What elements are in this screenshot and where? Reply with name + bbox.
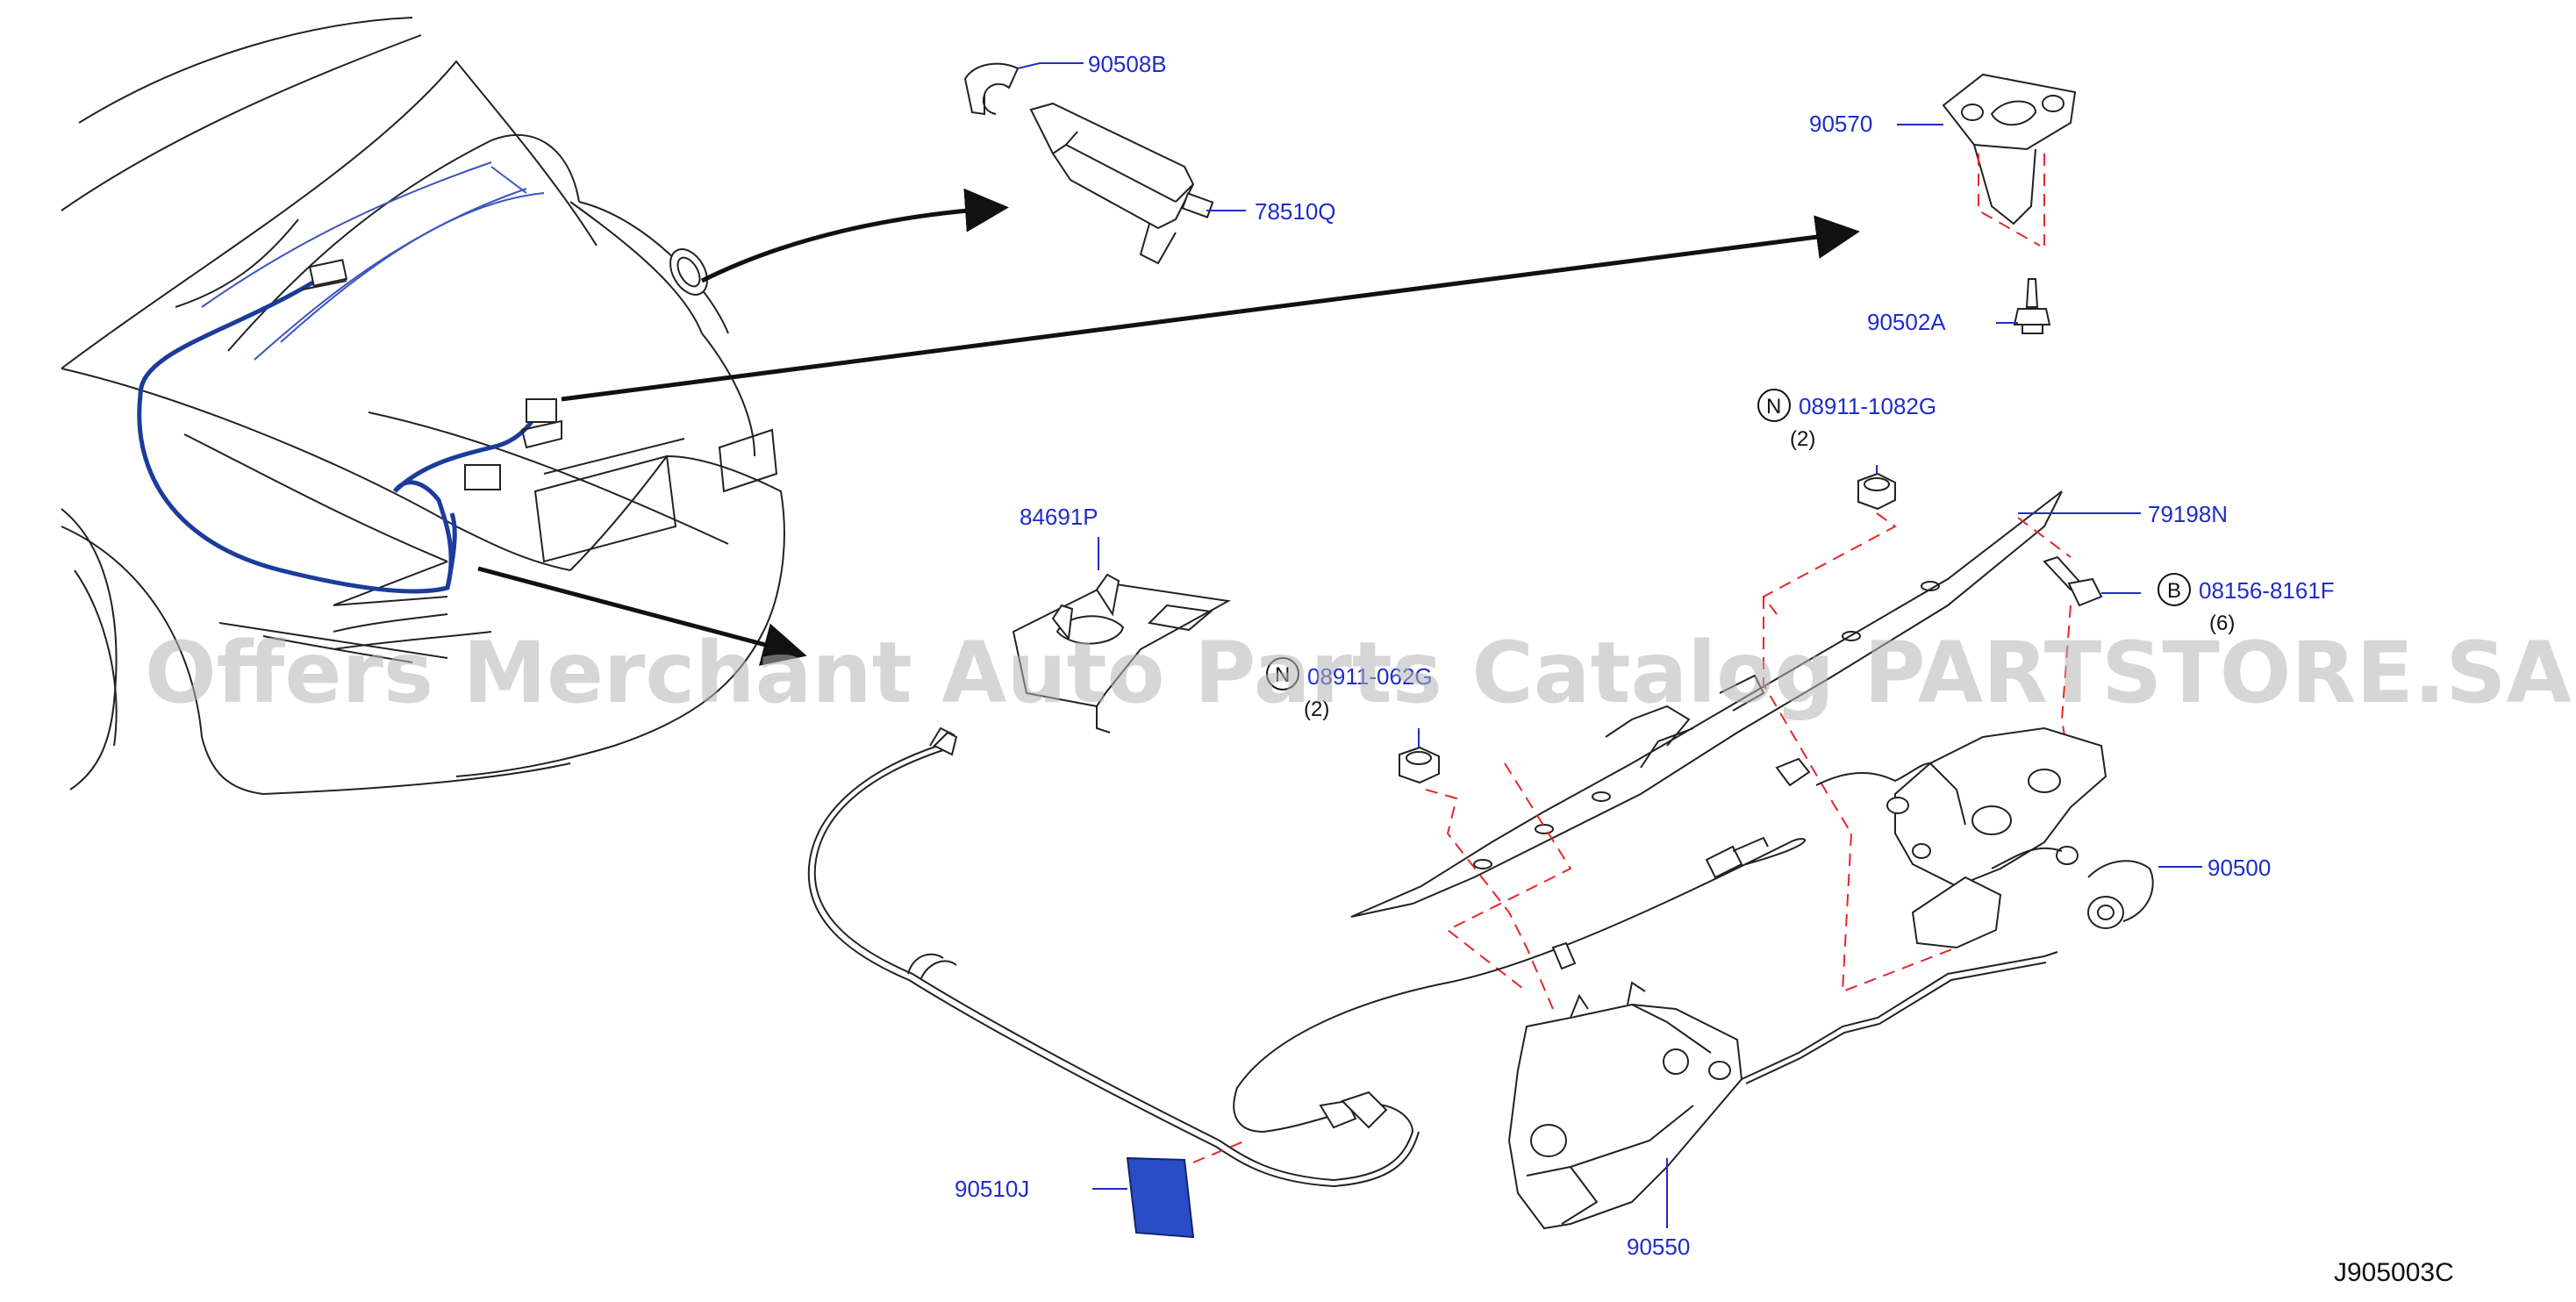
qty-08911-1082G: (2) <box>1790 427 1815 451</box>
qty-08911-062G: (2) <box>1304 698 1329 721</box>
leader-90508B <box>1017 62 1084 69</box>
vehicle-rear-illustration <box>61 17 785 795</box>
svg-text:N: N <box>1275 663 1290 687</box>
label-78510Q[interactable]: 78510Q <box>1255 198 1336 225</box>
part-90508B[interactable] <box>963 62 1020 116</box>
label-90510J[interactable]: 90510J <box>955 1176 1029 1202</box>
part-84691P-clip[interactable] <box>1012 573 1232 733</box>
part-90550-actuator[interactable] <box>1507 951 2058 1230</box>
phantom-90510J <box>1192 1140 1247 1163</box>
label-08911-062G[interactable]: 08911-062G <box>1307 663 1433 690</box>
part-08911-062G-nut[interactable] <box>1399 746 1440 784</box>
part-90510J-cable[interactable] <box>807 726 1807 1188</box>
qty-08156-8161F: (6) <box>2209 612 2235 635</box>
arrow-to-84691P <box>477 566 807 666</box>
part-78510Q[interactable] <box>1029 102 1214 265</box>
label-79198N[interactable]: 79198N <box>2148 501 2228 527</box>
phantom-nut-top <box>1762 512 1897 615</box>
label-90508B[interactable]: 90508B <box>1088 51 1167 77</box>
watermark-text: Offers Merchant Auto Parts Catalog PARTS… <box>145 624 2572 722</box>
label-90570[interactable]: 90570 <box>1809 111 1872 137</box>
phantom-nut-mid-b <box>1446 762 1572 992</box>
label-08156-8161F[interactable]: 08156-8161F <box>2199 577 2335 604</box>
phantom-90570-a <box>1978 154 2041 247</box>
arrow-to-90508B <box>700 188 1009 283</box>
part-08911-1082G-nut[interactable] <box>1857 472 1896 511</box>
phantom-nut-mid <box>1425 789 1554 1010</box>
label-90500[interactable]: 90500 <box>2207 855 2271 881</box>
label-90550[interactable]: 90550 <box>1627 1234 1690 1260</box>
label-08911-1082G[interactable]: 08911-1082G <box>1799 393 1936 419</box>
callout-N-top: N <box>1757 389 1791 422</box>
arrow-to-90570 <box>561 215 1860 402</box>
part-08156-8161F-bolt[interactable] <box>2043 555 2103 607</box>
part-90500-latch[interactable] <box>1775 726 2154 949</box>
phantom-bolt <box>2017 517 2072 558</box>
label-84691P[interactable]: 84691P <box>1020 504 1098 530</box>
part-90510J-pad[interactable] <box>1126 1156 1195 1239</box>
part-79198N-bracket[interactable] <box>1350 490 2063 918</box>
diagram-code: J905003C <box>2334 1258 2454 1287</box>
svg-text:N: N <box>1766 395 1781 418</box>
label-90502A[interactable]: 90502A <box>1867 309 1946 335</box>
phantom-bracket-left <box>1763 597 1852 834</box>
part-90570[interactable] <box>1942 73 2077 225</box>
callout-B: B <box>2157 573 2191 606</box>
callout-N-mid: N <box>1266 657 1299 690</box>
part-90502A[interactable] <box>2013 278 2051 334</box>
svg-text:B: B <box>2167 579 2181 603</box>
